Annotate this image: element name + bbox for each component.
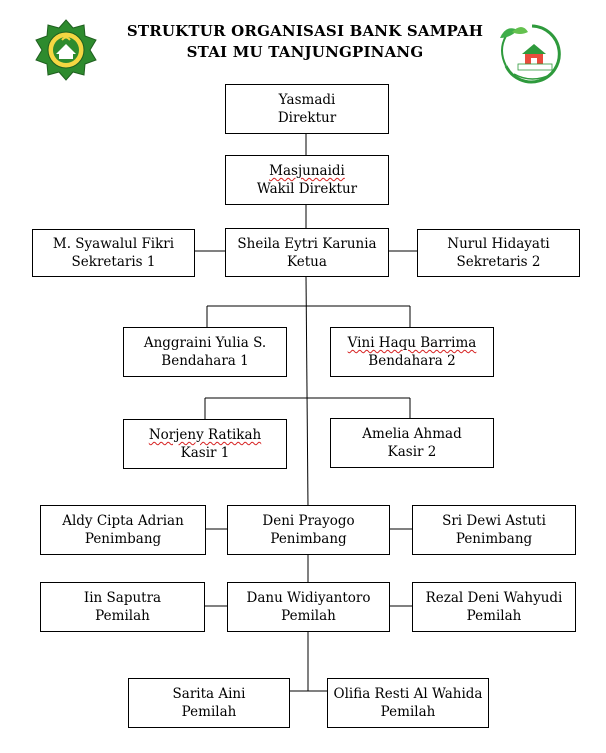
node-name: Iin Saputra	[83, 590, 162, 606]
node-role: Kasir 1	[180, 445, 230, 461]
node-role: Pemilah	[181, 704, 237, 720]
node-name: Yasmadi	[278, 92, 336, 108]
node-role: Sekretaris 2	[456, 254, 541, 270]
node-name: Sheila Eytri Karunia	[237, 235, 377, 252]
node-role: Penimbang	[455, 531, 533, 547]
node-pemilah-bottom-right: Olifia Resti Al Wahida Pemilah	[327, 678, 489, 728]
node-name: Olifia Resti Al Wahida	[333, 686, 483, 702]
node-wakil-direktur: Masjunaidi Wakil Direktur	[225, 155, 389, 205]
chart-title-line-2: STAI MU TANJUNGPINANG	[186, 43, 424, 61]
node-penimbang-right: Sri Dewi Astuti Penimbang	[412, 505, 576, 555]
recycle-house-icon	[500, 24, 561, 84]
node-role: Penimbang	[270, 531, 347, 547]
node-name: Vini Haqu Barrima	[347, 335, 477, 351]
node-name: Nurul Hidayati	[447, 236, 550, 252]
node-role: Sekretaris 1	[71, 254, 156, 270]
node-kasir-2: Amelia Ahmad Kasir 2	[330, 418, 494, 468]
node-role: Pemilah	[466, 608, 522, 624]
node-name: Masjunaidi	[269, 163, 345, 179]
node-name: Danu Widiyantoro	[246, 590, 371, 606]
node-name: Sri Dewi Astuti	[442, 513, 546, 529]
node-name: Anggraini Yulia S.	[143, 335, 267, 351]
node-bendahara-2: Vini Haqu Barrima Bendahara 2	[330, 327, 494, 377]
emblem-icon	[35, 19, 97, 81]
chart-title-line-1: STRUKTUR ORGANISASI BANK SAMPAH	[126, 22, 484, 40]
node-role: Kasir 2	[387, 444, 437, 460]
node-name: Amelia Ahmad	[362, 426, 462, 442]
node-role: Direktur	[277, 110, 337, 126]
node-role: Bendahara 2	[368, 353, 456, 369]
node-role: Ketua	[287, 253, 327, 270]
node-sekretaris-1: M. Syawalul Fikri Sekretaris 1	[32, 229, 195, 277]
node-name: Deni Prayogo	[262, 513, 355, 529]
node-penimbang-center: Deni Prayogo Penimbang	[227, 505, 390, 555]
node-name: Rezal Deni Wahyudi	[425, 590, 563, 606]
node-name: Aldy Cipta Adrian	[62, 513, 184, 529]
node-name: M. Syawalul Fikri	[52, 236, 175, 252]
node-pemilah-bottom-left: Sarita Aini Pemilah	[128, 678, 290, 728]
node-role: Wakil Direktur	[256, 181, 358, 197]
node-name: Norjeny Ratikah	[148, 427, 262, 443]
node-name: Sarita Aini	[172, 686, 246, 702]
node-role: Pemilah	[380, 704, 436, 720]
node-pemilah-left: Iin Saputra Pemilah	[40, 582, 205, 632]
node-pemilah-center: Danu Widiyantoro Pemilah	[227, 582, 390, 632]
node-role: Penimbang	[84, 531, 162, 547]
node-role: Pemilah	[281, 608, 336, 624]
node-ketua: Sheila Eytri Karunia Ketua	[225, 228, 389, 277]
node-sekretaris-2: Nurul Hidayati Sekretaris 2	[417, 229, 580, 277]
node-role: Bendahara 1	[161, 353, 249, 369]
node-bendahara-1: Anggraini Yulia S. Bendahara 1	[123, 327, 287, 377]
node-penimbang-left: Aldy Cipta Adrian Penimbang	[40, 505, 206, 555]
node-direktur: Yasmadi Direktur	[225, 84, 389, 134]
node-role: Pemilah	[95, 608, 150, 624]
node-pemilah-right: Rezal Deni Wahyudi Pemilah	[412, 582, 576, 632]
node-kasir-1: Norjeny Ratikah Kasir 1	[123, 419, 287, 469]
